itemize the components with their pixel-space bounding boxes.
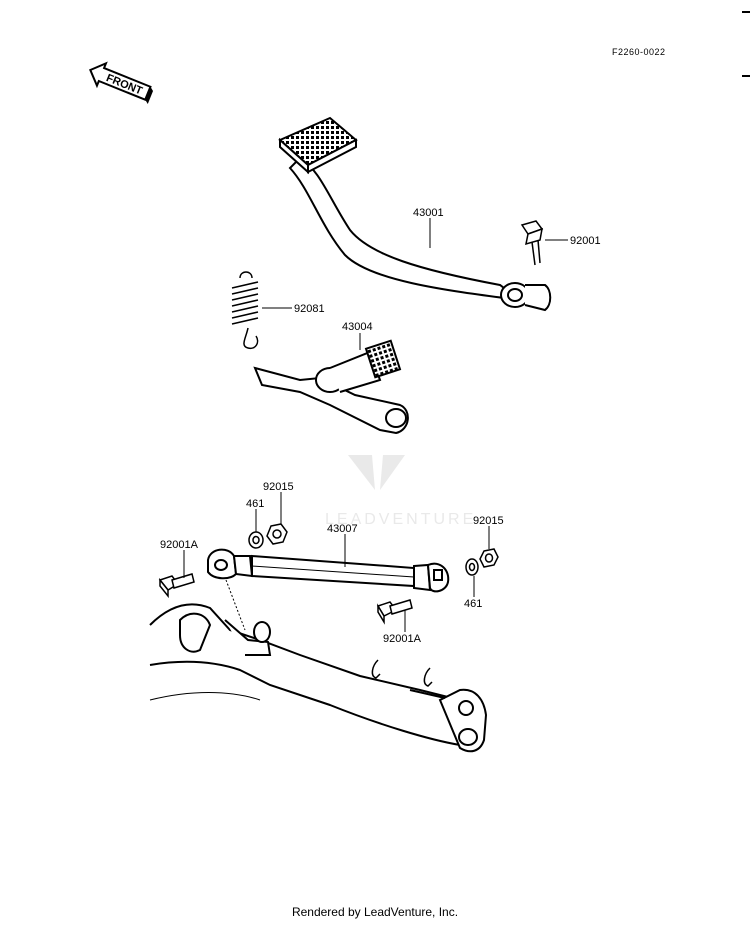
label-461-left: 461 [246, 498, 264, 510]
washer-461-left [248, 531, 264, 549]
part-labels: 43001 92001 92081 43004 92015 461 43007 … [160, 207, 601, 645]
label-43004: 43004 [342, 321, 373, 333]
label-92001: 92001 [570, 235, 601, 247]
brake-pedal-part [278, 116, 552, 312]
watermark-logo: LEADVENTURE [325, 455, 476, 528]
front-arrow-icon: FRONT [89, 61, 154, 105]
label-92081: 92081 [294, 303, 325, 315]
label-92001A-right: 92001A [383, 633, 422, 645]
nut-92015-right [479, 548, 499, 568]
leader-lines [183, 218, 568, 632]
spring-92081 [231, 271, 259, 350]
brake-rod-part [207, 548, 450, 593]
bolt-92001A-left [158, 573, 195, 599]
edge-mark-lower [742, 75, 750, 77]
washer-461-right [465, 558, 479, 576]
spring-hooks [371, 659, 433, 687]
label-43001: 43001 [413, 207, 444, 219]
label-43007: 43007 [327, 523, 358, 535]
bolt-92001A-right [376, 599, 413, 625]
frame-and-brake-arm [149, 603, 488, 753]
footer-credit: Rendered by LeadVenture, Inc. [291, 905, 459, 919]
nut-92015-left [266, 523, 288, 545]
label-92015-left: 92015 [263, 481, 294, 493]
label-92015-right: 92015 [473, 515, 504, 527]
shaft-arm-part [253, 339, 409, 435]
label-92001A-left: 92001A [160, 539, 199, 551]
label-461-right: 461 [464, 598, 482, 610]
edge-mark-top [742, 11, 750, 13]
bolt-92001 [520, 220, 544, 266]
figure-code: F2260-0022 [612, 47, 666, 57]
watermark-text: LEADVENTURE [325, 511, 476, 528]
